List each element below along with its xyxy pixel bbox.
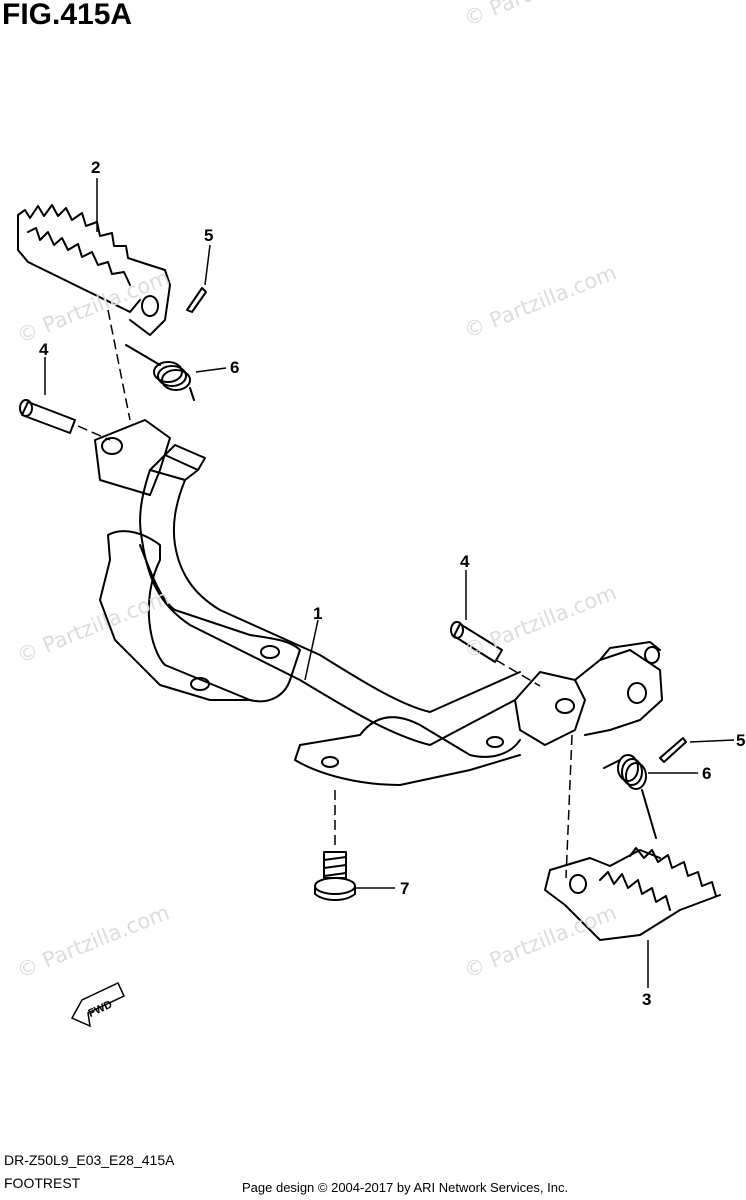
pin-right (450, 621, 503, 663)
callout-label: 6 (230, 358, 240, 377)
cotter-pin-left (186, 287, 207, 313)
assembly-lines (77, 309, 573, 879)
callout-label: 1 (313, 604, 323, 623)
callout-label: 6 (702, 764, 712, 783)
callout-label: 5 (204, 226, 214, 245)
callout-label: 3 (642, 990, 652, 1009)
footpeg-left (17, 204, 171, 336)
spring-left (125, 344, 195, 401)
callout-label: 4 (39, 340, 49, 359)
figure-title: FIG.415A (2, 0, 133, 31)
cotter-pin-right (659, 737, 687, 763)
callout-label: 7 (400, 879, 410, 898)
pin-left (19, 399, 76, 434)
callout-label: 5 (736, 731, 746, 750)
leader-lines (44, 178, 735, 988)
footrest-bracket (94, 419, 663, 786)
bolt (314, 851, 356, 901)
figure-code: DR-Z50L9_E03_E28_415A (4, 1152, 175, 1168)
spring-right (603, 754, 657, 839)
footpeg-right (544, 847, 721, 941)
callout-label: 4 (460, 552, 470, 571)
fwd-arrow-icon: FWD (70, 981, 125, 1028)
callout-label: 2 (91, 158, 101, 177)
copyright-credit: Page design © 2004-2017 by ARI Network S… (242, 1180, 569, 1195)
figure-name: FOOTREST (4, 1175, 81, 1191)
